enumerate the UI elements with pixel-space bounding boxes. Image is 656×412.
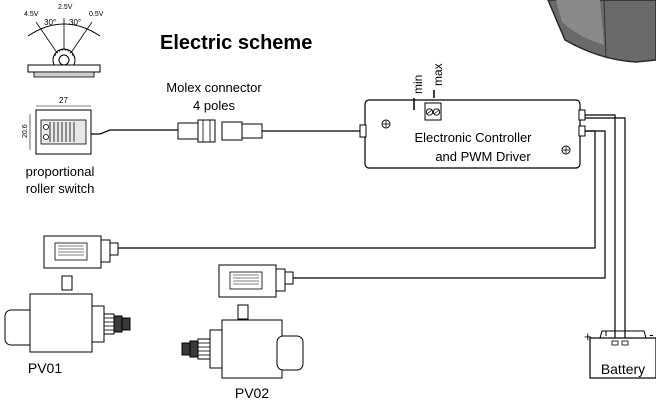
trim-max-label: max [431, 63, 445, 86]
battery-plus-sign: + [584, 329, 592, 344]
battery-minus-sign: - [649, 326, 654, 342]
degree-label-left: 30° [44, 18, 56, 27]
trim-min-label: min [411, 75, 425, 94]
molex-connector: Molex connector 4 poles [166, 80, 263, 143]
diagram-title: Electric scheme [160, 32, 312, 54]
dim-width: 27 [59, 96, 68, 105]
battery-label: Battery [601, 361, 645, 377]
valve-pv01: PV01 [4, 235, 131, 376]
connector-label-line1: Molex connector [166, 80, 262, 95]
pv02-label: PV02 [235, 385, 269, 401]
roller-switch: 4.5V 2.5V 0.5V 30° 30° 27 20.6 [22, 4, 104, 196]
degree-label-right: 30° [69, 18, 81, 27]
switch-label-line2: roller switch [26, 181, 95, 196]
angle-label-left: 4.5V [24, 11, 39, 18]
controller: min max Electronic Controller and PWM Dr… [359, 63, 586, 169]
mount-hole-right [561, 145, 571, 155]
wire-switch-to-connector [91, 129, 178, 135]
angle-label-right: 0.5V [89, 11, 104, 18]
angle-label-center: 2.5V [58, 4, 73, 11]
battery: + - Battery [584, 326, 656, 379]
controller-output-wires [118, 114, 626, 343]
corner-housing [547, 0, 656, 63]
battery-terminal-minus [621, 340, 629, 346]
connector-label-line2: 4 poles [193, 98, 235, 113]
controller-label-line1: Electronic Controller [414, 130, 532, 145]
switch-label-line1: proportional [26, 164, 95, 179]
battery-terminal-plus [611, 340, 619, 346]
pv01-label: PV01 [28, 360, 62, 376]
valve-pv02: PV02 [181, 264, 304, 401]
dim-height: 20.6 [22, 124, 29, 138]
mount-hole-left [381, 119, 391, 129]
controller-label-line2: and PWM Driver [435, 149, 531, 164]
